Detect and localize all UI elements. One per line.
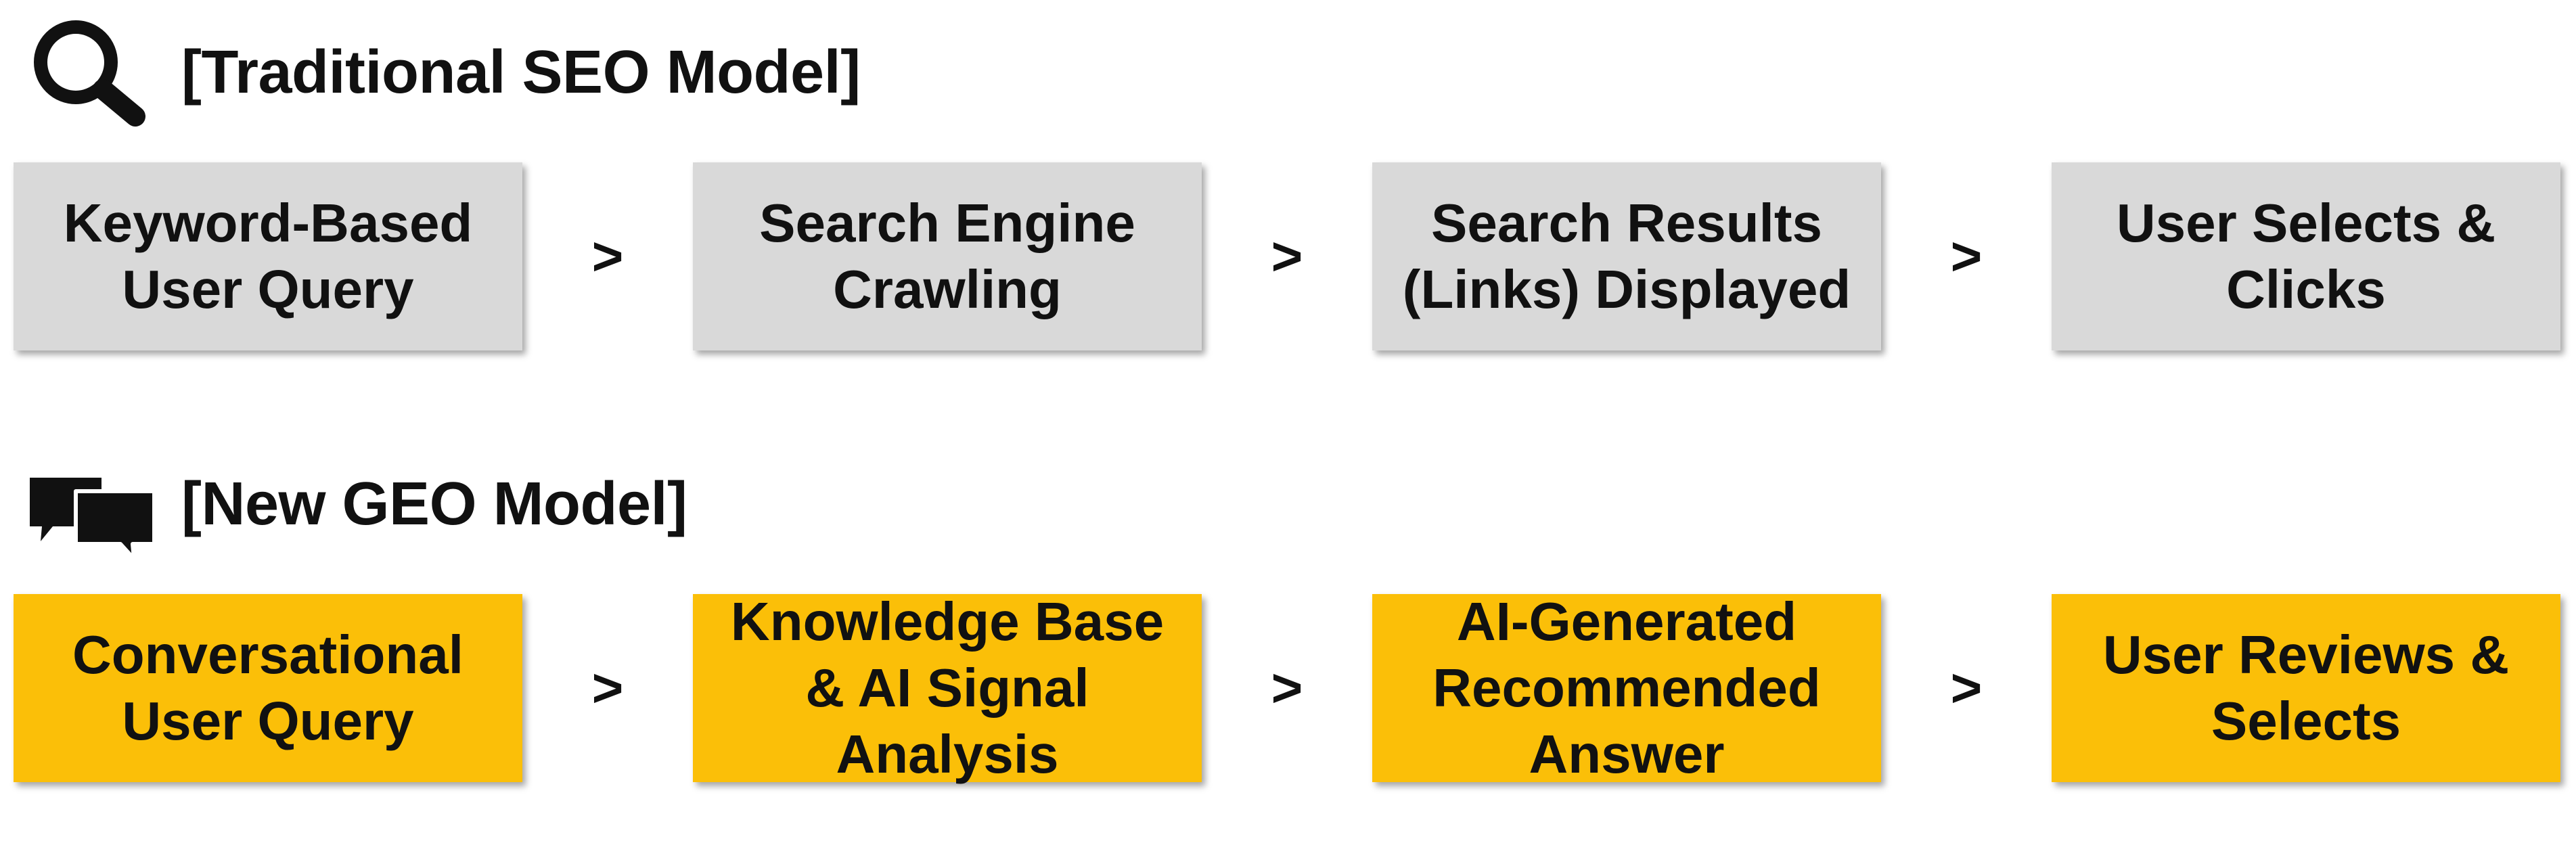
search-icon [34,20,145,127]
geo-model-title: [New GEO Model] [181,470,687,538]
arrow-icon: > [591,658,624,718]
seo-step-3: Search Results(Links) Displayed [1372,162,1881,350]
arrow-icon: > [1950,658,1983,718]
seo-model-title: [Traditional SEO Model] [181,39,861,106]
arrow-icon: > [591,226,624,286]
arrow-icon: > [1950,226,1983,286]
arrow-icon: > [1271,226,1303,286]
seo-step-4: User Selects &Clicks [2052,162,2560,350]
geo-step-4: User Reviews &Selects [2052,594,2560,782]
arrow-icon: > [1271,658,1303,718]
chat-bubbles-icon [30,478,156,561]
